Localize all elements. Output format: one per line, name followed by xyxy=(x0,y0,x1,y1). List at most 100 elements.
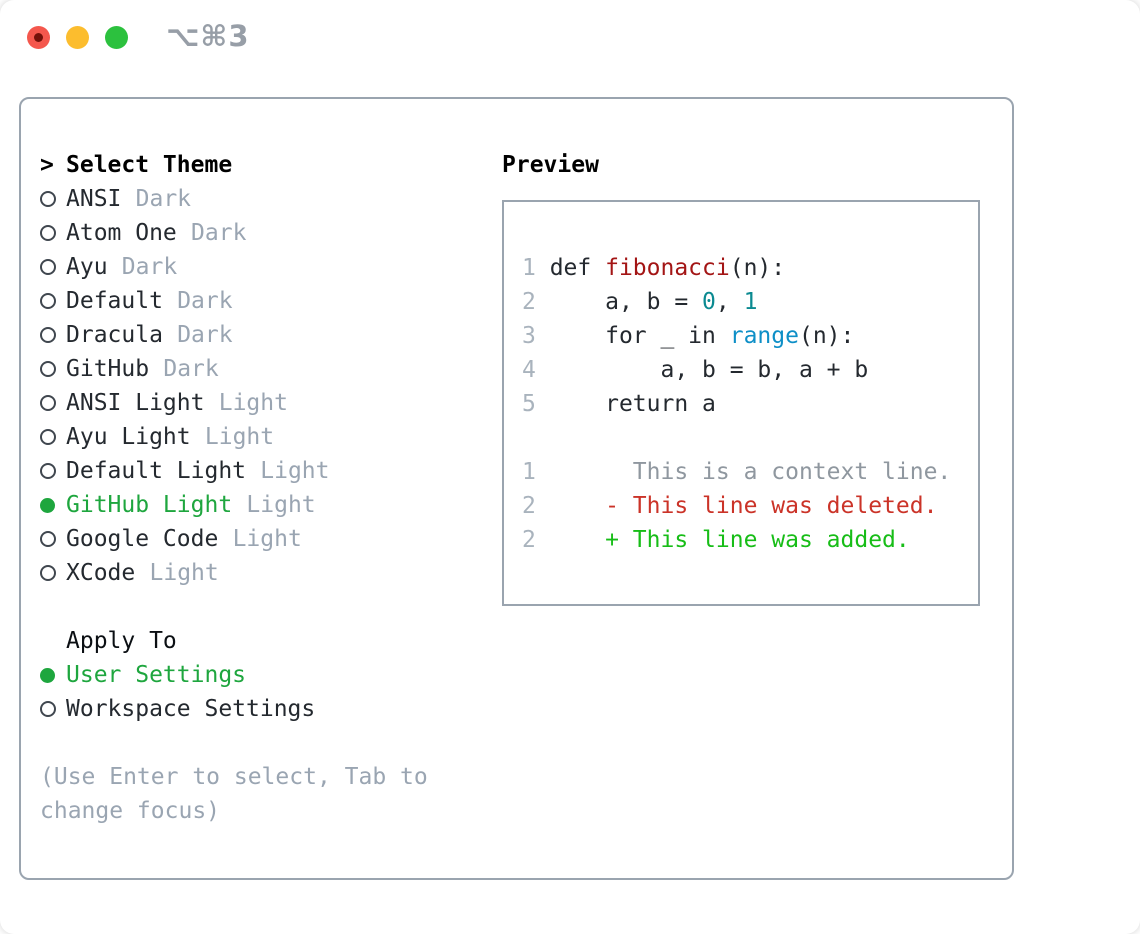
code-line: 5 return a xyxy=(522,387,978,421)
option-label: Workspace Settings xyxy=(66,696,316,722)
option-label: GitHub Light xyxy=(66,492,233,518)
radio-unselected-icon xyxy=(40,531,56,547)
code-line: 4 a, b = b, a + b xyxy=(522,353,978,387)
theme-option-google-code[interactable]: Google Code Light xyxy=(40,522,490,556)
theme-option-github-light[interactable]: GitHub Light Light xyxy=(40,488,490,522)
theme-variant-label: Dark xyxy=(177,322,233,348)
theme-option-ansi-light[interactable]: ANSI Light Light xyxy=(40,386,490,420)
code-token-del: - This line was deleted. xyxy=(605,493,938,519)
radio-selected-icon xyxy=(40,667,55,683)
code-token-plain xyxy=(536,527,605,553)
apply-to-header: Apply To xyxy=(66,628,177,654)
radio-unselected-icon xyxy=(40,701,56,717)
prompt-icon: > xyxy=(40,152,54,178)
radio-unselected-icon xyxy=(40,191,56,207)
option-label: Atom One xyxy=(66,220,177,246)
theme-option-xcode[interactable]: XCode Light xyxy=(40,556,490,590)
code-token-plain: a, b = xyxy=(549,289,703,315)
code-line: 2 - This line was deleted. xyxy=(522,489,978,523)
code-token-plain: def xyxy=(549,255,606,281)
code-token-lineno: 2 xyxy=(522,527,536,553)
code-line xyxy=(522,421,978,455)
theme-option-atom-one[interactable]: Atom One Dark xyxy=(40,216,490,250)
option-label: Default xyxy=(66,288,163,314)
keyboard-hint-line-2: change focus) xyxy=(40,798,221,824)
theme-variant-label: Light xyxy=(218,390,288,416)
minimize-button[interactable] xyxy=(66,26,89,49)
code-token-plain: (n): xyxy=(729,255,786,281)
code-token-num: 0 xyxy=(702,289,716,315)
code-token-plain: a, b = b, a + b xyxy=(549,357,869,383)
option-label: User Settings xyxy=(66,662,247,688)
theme-variant-label: Dark xyxy=(135,186,192,212)
window-shortcut-label: ⌥⌘3 xyxy=(166,19,250,53)
radio-unselected-icon xyxy=(40,327,56,343)
close-button-dot-icon xyxy=(34,33,43,42)
keyboard-hint: (Use Enter to select, Tab to change focu… xyxy=(40,760,490,828)
theme-option-github[interactable]: GitHub Dark xyxy=(40,352,490,386)
option-label: Ayu xyxy=(66,254,108,280)
theme-variant-label: Dark xyxy=(121,254,178,280)
theme-variant-label: Light xyxy=(246,492,316,518)
code-line: 2 + This line was added. xyxy=(522,523,978,557)
theme-variant-label: Light xyxy=(204,424,275,450)
apply-option-user-settings[interactable]: User Settings xyxy=(40,658,490,692)
code-token-num: 1 xyxy=(743,289,758,315)
theme-option-default[interactable]: Default Dark xyxy=(40,284,490,318)
radio-unselected-icon xyxy=(40,293,56,309)
theme-sidebar: > Select Theme ANSI Dark Atom One Dark A… xyxy=(40,148,490,828)
code-token-plain xyxy=(536,493,605,519)
code-line: 2 a, b = 0, 1 xyxy=(522,285,978,319)
code-line: 1 def fibonacci(n): xyxy=(522,251,978,285)
code-token-lineno: 5 xyxy=(522,391,550,417)
code-token-ctx: This is a context line. xyxy=(535,459,952,485)
option-label: Default Light xyxy=(66,458,247,484)
code-token-builtin: range xyxy=(729,323,799,349)
apply-to-list: User Settings Workspace Settings xyxy=(40,658,490,726)
theme-option-default-light[interactable]: Default Light Light xyxy=(40,454,490,488)
radio-unselected-icon xyxy=(40,225,56,241)
option-label: ANSI Light xyxy=(66,390,205,416)
theme-variant-label: Light xyxy=(260,458,330,484)
option-label: XCode xyxy=(66,560,136,586)
close-button[interactable] xyxy=(27,26,50,49)
code-token-plain: , xyxy=(715,289,744,315)
radio-unselected-icon xyxy=(40,395,56,411)
theme-option-ayu[interactable]: Ayu Dark xyxy=(40,250,490,284)
preview-title: Preview xyxy=(502,152,599,178)
option-label: Google Code xyxy=(66,526,219,552)
radio-unselected-icon xyxy=(40,259,56,275)
preview-section: Preview 1 def fibonacci(n):2 a, b = 0, 1… xyxy=(502,148,980,606)
option-label: Dracula xyxy=(66,322,163,348)
code-token-fn: fibonacci xyxy=(605,255,730,281)
code-token-plain: for _ in xyxy=(549,323,730,349)
theme-variant-label: Dark xyxy=(177,288,233,314)
select-theme-title: Select Theme xyxy=(66,152,233,178)
code-token-lineno: 1 xyxy=(522,459,536,485)
code-line: 3 for _ in range(n): xyxy=(522,319,978,353)
theme-picker-panel: > Select Theme ANSI Dark Atom One Dark A… xyxy=(19,97,1014,880)
zoom-button[interactable] xyxy=(105,26,128,49)
radio-unselected-icon xyxy=(40,463,56,479)
code-token-plain: (n): xyxy=(798,323,855,349)
theme-option-dracula[interactable]: Dracula Dark xyxy=(40,318,490,352)
code-token-lineno: 2 xyxy=(522,493,536,519)
theme-variant-label: Dark xyxy=(163,356,219,382)
theme-option-ayu-light[interactable]: Ayu Light Light xyxy=(40,420,490,454)
option-label: Ayu Light xyxy=(66,424,191,450)
code-token-lineno: 4 xyxy=(522,357,550,383)
select-theme-header: > Select Theme xyxy=(40,148,490,182)
gap xyxy=(40,726,490,760)
option-label: GitHub xyxy=(66,356,150,382)
code-line: 1 This is a context line. xyxy=(522,455,978,489)
keyboard-hint-line-1: (Use Enter to select, Tab to xyxy=(40,764,428,790)
apply-option-workspace-settings[interactable]: Workspace Settings xyxy=(40,692,490,726)
gap xyxy=(40,590,490,624)
radio-unselected-icon xyxy=(40,429,56,445)
code-token-plain: return a xyxy=(549,391,716,417)
theme-variant-label: Light xyxy=(232,526,302,552)
theme-option-ansi[interactable]: ANSI Dark xyxy=(40,182,490,216)
